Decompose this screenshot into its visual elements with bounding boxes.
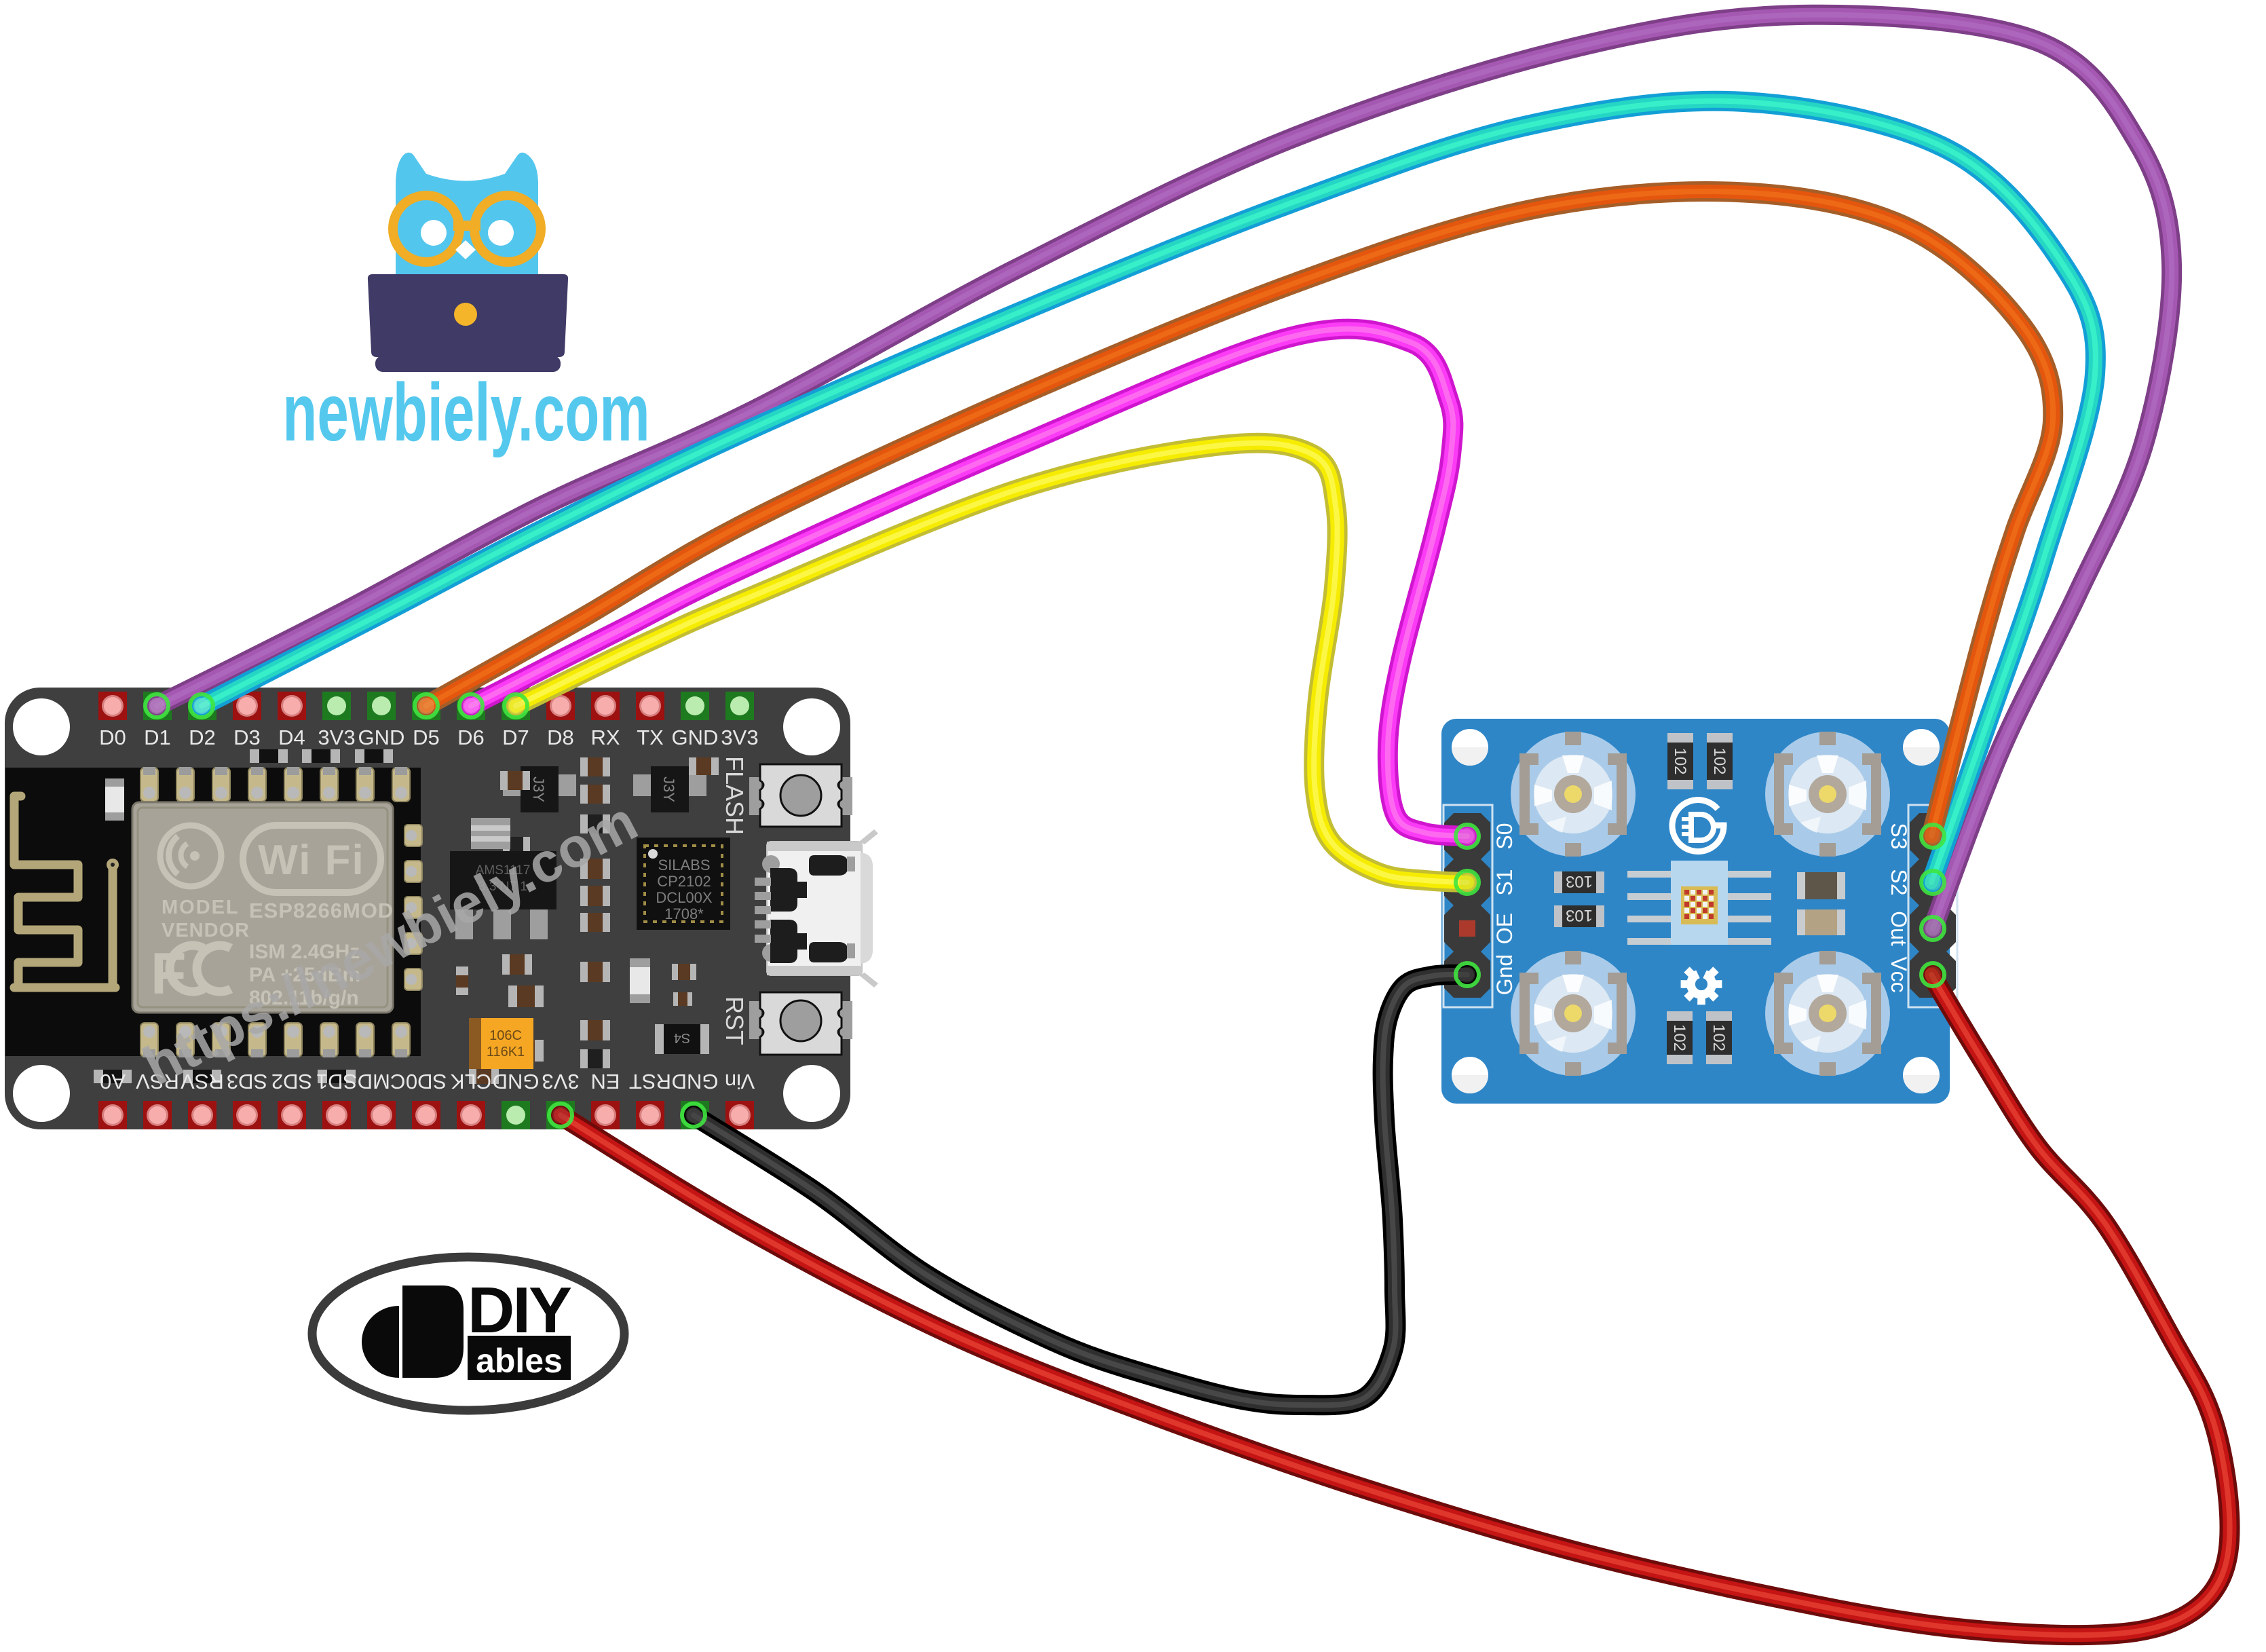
- svg-text:ISM 2.4GHz: ISM 2.4GHz: [249, 941, 360, 963]
- svg-text:Wi Fi: Wi Fi: [258, 837, 365, 884]
- svg-text:D0: D0: [99, 726, 126, 749]
- svg-text:3V3: 3V3: [318, 726, 355, 749]
- svg-text:ables: ables: [476, 1342, 563, 1380]
- svg-text:VENDOR: VENDOR: [162, 920, 250, 941]
- svg-text:DIY: DIY: [468, 1274, 571, 1347]
- svg-text:S0: S0: [1492, 823, 1517, 849]
- svg-text:TX: TX: [637, 726, 664, 749]
- svg-text:102: 102: [1710, 1024, 1728, 1051]
- svg-text:D6: D6: [457, 726, 485, 749]
- svg-text:RSV: RSV: [136, 1070, 179, 1093]
- svg-text:GND: GND: [672, 1070, 719, 1093]
- svg-text:D5: D5: [413, 726, 440, 749]
- svg-text:3.3 N7 1: 3.3 N7 1: [478, 880, 527, 894]
- svg-text:Vin: Vin: [725, 1070, 755, 1093]
- svg-text:RST: RST: [629, 1070, 671, 1093]
- svg-text:AMS1117: AMS1117: [476, 863, 531, 878]
- svg-text:102: 102: [1671, 747, 1689, 774]
- svg-text:S2: S2: [1887, 869, 1911, 895]
- svg-text:GND: GND: [493, 1070, 540, 1093]
- svg-text:newbiely.com: newbiely.com: [282, 367, 649, 459]
- svg-text:S1: S1: [1492, 869, 1517, 895]
- svg-text:D8: D8: [547, 726, 574, 749]
- svg-text:116K1: 116K1: [487, 1045, 525, 1059]
- svg-text:D7: D7: [502, 726, 529, 749]
- svg-text:OE: OE: [1492, 913, 1517, 944]
- svg-text:DCL00X: DCL00X: [656, 889, 712, 906]
- svg-text:D1: D1: [144, 726, 171, 749]
- svg-text:RSV: RSV: [181, 1070, 224, 1093]
- svg-text:PA +25dBm: PA +25dBm: [249, 964, 360, 986]
- svg-text:RX: RX: [590, 726, 620, 749]
- svg-text:S4: S4: [674, 1030, 690, 1045]
- svg-text:SD3: SD3: [227, 1070, 267, 1093]
- svg-text:SD1: SD1: [316, 1070, 357, 1093]
- svg-text:D3: D3: [233, 726, 261, 749]
- svg-text:103: 103: [1566, 906, 1593, 924]
- svg-text:Gnd: Gnd: [1492, 954, 1517, 995]
- svg-text:102: 102: [1670, 1024, 1688, 1051]
- svg-text:GND: GND: [358, 726, 405, 749]
- svg-text:CLK: CLK: [451, 1070, 492, 1093]
- svg-text:3V3: 3V3: [721, 726, 758, 749]
- svg-text:D2: D2: [189, 726, 216, 749]
- svg-text:A0: A0: [100, 1070, 126, 1093]
- svg-text:CP2102: CP2102: [657, 873, 711, 890]
- svg-text:RST: RST: [721, 996, 749, 1045]
- svg-text:Vcc: Vcc: [1887, 956, 1911, 992]
- svg-text:FLASH: FLASH: [721, 756, 749, 835]
- svg-text:J3Y: J3Y: [660, 776, 677, 802]
- svg-text:S3: S3: [1887, 823, 1911, 849]
- svg-text:SILABS: SILABS: [658, 857, 710, 874]
- svg-text:CMD: CMD: [358, 1070, 406, 1093]
- svg-text:3V3: 3V3: [542, 1070, 579, 1093]
- svg-text:D4: D4: [278, 726, 305, 749]
- svg-text:MODEL: MODEL: [162, 897, 240, 918]
- svg-text:J3Y: J3Y: [530, 776, 547, 802]
- svg-text:106C: 106C: [489, 1028, 522, 1043]
- svg-text:SD0: SD0: [406, 1070, 447, 1093]
- svg-text:102: 102: [1710, 747, 1729, 774]
- svg-text:Out: Out: [1887, 911, 1911, 946]
- svg-text:103: 103: [1566, 872, 1593, 890]
- svg-text:EN: EN: [590, 1070, 620, 1093]
- svg-text:SD2: SD2: [271, 1070, 312, 1093]
- svg-text:GND: GND: [672, 726, 719, 749]
- svg-text:802.11b/g/n: 802.11b/g/n: [249, 987, 359, 1009]
- svg-text:ESP8266MOD: ESP8266MOD: [249, 899, 394, 922]
- svg-text:1708*: 1708*: [664, 905, 704, 922]
